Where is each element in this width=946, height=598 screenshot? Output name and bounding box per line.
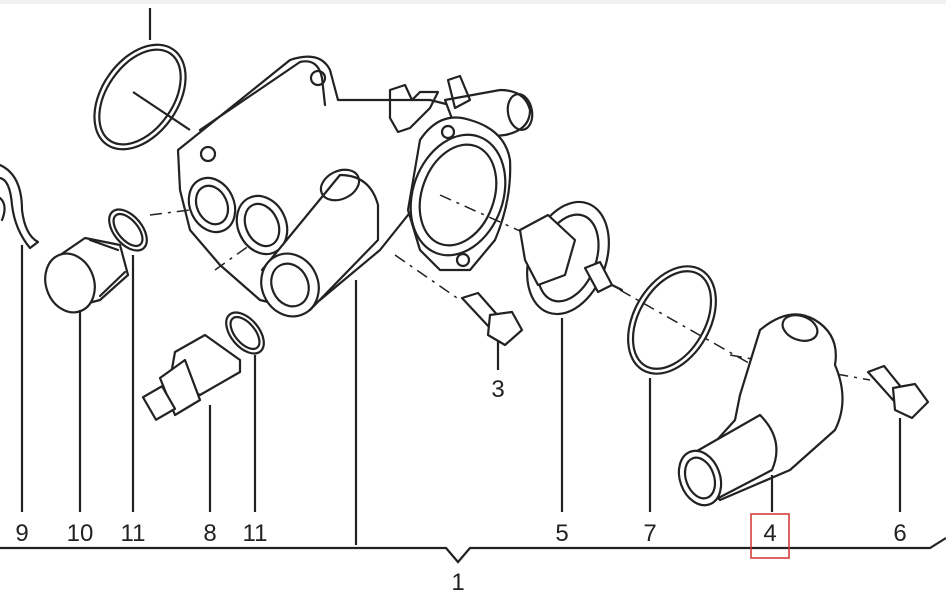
o-ring-small-upper[interactable] (102, 203, 154, 258)
o-ring-7[interactable] (610, 251, 734, 389)
axis-line-1 (149, 209, 191, 216)
highlight-box (750, 513, 790, 559)
callout-9: 9 (15, 520, 28, 547)
o-ring-axis (132, 91, 191, 131)
callout-11-lower: 11 (243, 520, 268, 547)
callout-10: 10 (67, 520, 94, 547)
callout-5: 5 (555, 520, 568, 547)
callout-7: 7 (643, 520, 656, 547)
group-bracket (0, 537, 946, 564)
callout-11-upper: 11 (121, 520, 146, 547)
callout-4: 4 (763, 520, 776, 547)
coolant-connecting-piece[interactable] (672, 311, 844, 512)
callout-6: 6 (893, 520, 906, 547)
axis-line-3 (394, 254, 461, 301)
thermostat-housing[interactable] (176, 55, 535, 326)
axis-line-2 (214, 244, 251, 271)
callout-1: 1 (451, 569, 464, 596)
callout-8: 8 (203, 520, 216, 547)
axis-line-5 (619, 289, 771, 376)
bolt-3[interactable] (460, 291, 524, 347)
sealing-plug[interactable] (37, 236, 130, 319)
bolt-6[interactable] (866, 364, 930, 420)
retaining-clip[interactable] (0, 163, 40, 250)
top-edge (0, 0, 946, 4)
temperature-sensor[interactable] (141, 333, 242, 421)
callout-3: 3 (491, 376, 504, 403)
o-ring-small-lower[interactable] (219, 306, 271, 361)
axis-line-6 (729, 354, 871, 381)
thermostat[interactable] (512, 191, 624, 326)
